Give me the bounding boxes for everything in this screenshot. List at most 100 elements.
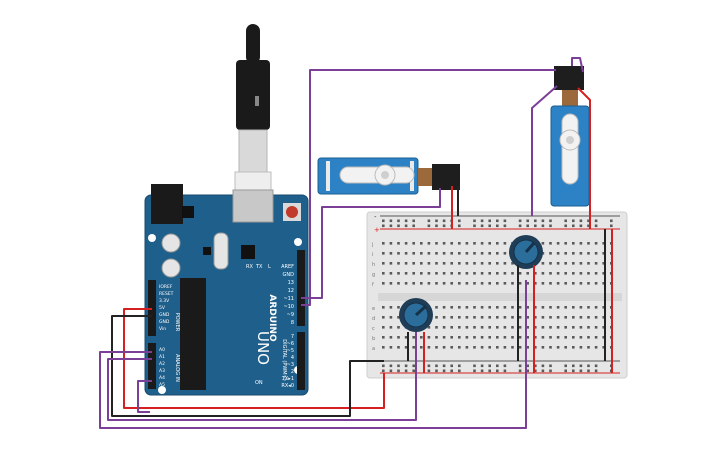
breadboard-rail-hole <box>579 219 583 223</box>
pin-label: 8 <box>291 320 294 326</box>
breadboard-hole <box>420 272 423 275</box>
breadboard-hole <box>458 252 461 255</box>
breadboard-hole <box>564 252 567 255</box>
breadboard-hole <box>404 336 408 339</box>
row-letter: j <box>371 242 373 248</box>
breadboard-hole <box>587 262 590 265</box>
breadboard-hole <box>442 336 446 339</box>
breadboard-hole <box>503 326 507 329</box>
l-led-label: L <box>268 264 271 270</box>
breadboard[interactable]: + - j i h g f e d c b a <box>366 211 628 379</box>
breadboard-hole <box>442 346 446 349</box>
breadboard-rail-hole <box>564 219 567 223</box>
breadboard-rail-hole <box>389 369 393 373</box>
breadboard-hole <box>473 272 476 275</box>
breadboard-hole <box>382 326 385 329</box>
breadboard-hole <box>442 306 446 309</box>
breadboard-hole <box>442 316 446 319</box>
arduino-uno[interactable]: ARDUINO UNO DIGITAL (PWM~) POWER ANALOG … <box>144 184 309 396</box>
breadboard-hole <box>404 272 408 275</box>
breadboard-rail-hole <box>549 224 552 228</box>
breadboard-rail-hole <box>450 369 453 373</box>
breadboard-hole <box>450 306 453 309</box>
breadboard-rail-hole <box>496 364 499 368</box>
breadboard-hole <box>473 336 476 339</box>
breadboard-hole <box>579 316 583 319</box>
breadboard-hole <box>602 306 605 309</box>
breadboard-rail-hole <box>534 369 537 373</box>
potentiometer-2[interactable] <box>509 235 543 269</box>
breadboard-hole <box>427 242 431 245</box>
breadboard-hole <box>458 242 461 245</box>
breadboard-hole <box>549 262 552 265</box>
breadboard-hole <box>442 282 446 285</box>
breadboard-hole <box>397 262 400 265</box>
pin-label: RX◂0 <box>281 383 294 389</box>
breadboard-hole <box>496 242 499 245</box>
breadboard-hole <box>412 242 415 245</box>
breadboard-hole <box>427 326 431 329</box>
breadboard-hole <box>480 316 484 319</box>
pin-label: A3 <box>159 368 165 374</box>
breadboard-hole <box>427 272 431 275</box>
servo-motor-2[interactable] <box>550 66 590 207</box>
breadboard-hole <box>435 262 438 265</box>
breadboard-hole <box>389 306 393 309</box>
breadboard-hole <box>564 262 567 265</box>
servo-motor-1[interactable] <box>317 157 460 195</box>
breadboard-hole <box>594 242 598 245</box>
breadboard-hole <box>602 262 605 265</box>
breadboard-rail-hole <box>572 369 575 373</box>
pin-label: 4 <box>291 355 294 361</box>
breadboard-hole <box>450 242 453 245</box>
breadboard-rail-hole <box>594 364 598 368</box>
breadboard-hole <box>541 242 545 245</box>
breadboard-hole <box>450 336 453 339</box>
breadboard-hole <box>526 326 529 329</box>
breadboard-hole <box>488 272 491 275</box>
breadboard-hole <box>564 282 567 285</box>
breadboard-hole <box>602 326 605 329</box>
breadboard-hole <box>427 282 431 285</box>
breadboard-hole <box>382 316 385 319</box>
arduino-logo-text: ARDUINO <box>267 294 277 342</box>
breadboard-hole <box>412 262 415 265</box>
breadboard-rail-hole <box>587 219 590 223</box>
breadboard-hole <box>602 272 605 275</box>
breadboard-rail-hole <box>397 219 400 223</box>
breadboard-hole <box>458 306 461 309</box>
breadboard-hole <box>556 282 560 285</box>
breadboard-hole <box>473 346 476 349</box>
breadboard-hole <box>450 262 453 265</box>
breadboard-hole <box>541 262 545 265</box>
breadboard-hole <box>382 336 385 339</box>
breadboard-hole <box>579 326 583 329</box>
breadboard-hole <box>382 262 385 265</box>
breadboard-rail-hole <box>587 364 590 368</box>
breadboard-hole <box>534 316 537 319</box>
breadboard-rail-hole <box>549 364 552 368</box>
breadboard-hole <box>602 336 605 339</box>
breadboard-hole <box>435 316 438 319</box>
breadboard-hole <box>541 336 545 339</box>
breadboard-hole <box>450 316 453 319</box>
pin-label: TX▸1 <box>281 376 294 382</box>
breadboard-hole <box>473 306 476 309</box>
breadboard-rail-hole <box>541 369 545 373</box>
potentiometer-1[interactable] <box>399 298 433 332</box>
breadboard-hole <box>511 272 514 275</box>
wire-purple-a0 <box>99 280 527 429</box>
breadboard-hole <box>442 262 446 265</box>
breadboard-hole <box>587 346 590 349</box>
breadboard-rail-hole <box>427 219 431 223</box>
breadboard-rail-hole <box>480 224 484 228</box>
breadboard-rail-hole <box>427 364 431 368</box>
breadboard-hole <box>442 252 446 255</box>
breadboard-hole <box>496 326 499 329</box>
digital-header-top: AREF GND 13 12 ~11 ~10 ~9 8 <box>281 264 294 326</box>
breadboard-hole <box>534 306 537 309</box>
breadboard-hole <box>450 326 453 329</box>
breadboard-hole <box>602 282 605 285</box>
breadboard-hole <box>503 346 507 349</box>
